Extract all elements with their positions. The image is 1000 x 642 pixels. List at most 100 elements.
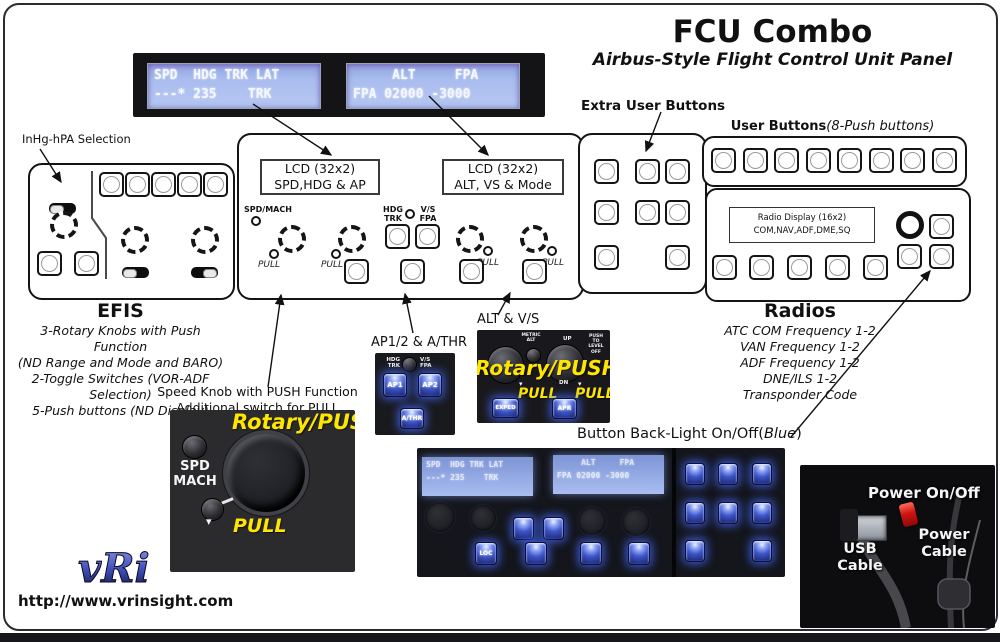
- rotary-push-label: Rotary/PUSH: [477, 356, 610, 380]
- pull-label: PULL: [321, 260, 344, 270]
- efis-heading: EFIS: [97, 300, 144, 322]
- pull-dot: [483, 246, 493, 256]
- lcd1-callout-line2: SPD,HDG & AP: [274, 177, 366, 192]
- panel-seam: [672, 448, 676, 577]
- push-to-level-off-label: PUSH TO LEVEL OFF: [588, 334, 604, 355]
- push-button: [37, 251, 62, 276]
- altvs-photo: METRIC ALT UP DN PUSH TO LEVEL OFF Rotar…: [477, 330, 610, 423]
- push-button: [805, 148, 831, 173]
- backlit-lcd-text: SPD HDG TRK LAT: [426, 460, 504, 469]
- push-button: [774, 148, 799, 173]
- backlight-toggle-button: [929, 244, 954, 269]
- page-border: [3, 3, 998, 631]
- lcd-photo-strip: SPD HDG TRK LAT ---* 235 TRK ALT FPA FPA…: [133, 53, 545, 117]
- push-button: [863, 255, 888, 280]
- backlit-button: [718, 463, 738, 485]
- baro-knob: [50, 211, 78, 239]
- backlight-label-close: ): [796, 426, 802, 442]
- vor-adf-toggle-1: [122, 267, 149, 278]
- nd-mode-knob: [121, 226, 149, 254]
- usb-plug-body: [840, 509, 858, 541]
- alt-photo-knob: [488, 347, 523, 383]
- push-button: [897, 244, 922, 269]
- backlight-label: Button Back-Light On/Off(Blue): [577, 426, 802, 442]
- metric-alt-button: [527, 349, 540, 362]
- efis-line: 2-Toggle Switches (VOR-ADF Selection): [31, 370, 210, 402]
- push-button: [635, 159, 660, 184]
- backlight-label-blue: Blue: [763, 426, 797, 442]
- fcu-main-panel: LCD (32x2) SPD,HDG & AP LCD (32x2) ALT, …: [237, 133, 584, 300]
- push-button: [868, 148, 894, 173]
- pull-yellow-label: PULL: [518, 386, 558, 402]
- pull-dot: [331, 249, 341, 259]
- pull-label: PULL: [542, 258, 565, 268]
- backlit-button: [685, 540, 705, 562]
- pull-yellow-label: PULL: [575, 386, 610, 402]
- inhg-hpa-label: InHg-hPA Selection: [22, 132, 131, 146]
- push-button: [837, 148, 862, 173]
- pull-dot: [547, 246, 557, 256]
- user-buttons-row: [711, 148, 957, 173]
- backlit-button: [752, 463, 772, 485]
- backlit-lcd-text: ---* 235 TRK: [426, 472, 504, 482]
- altvs-label: ALT & V/S: [477, 312, 540, 327]
- backlit-button: [513, 517, 534, 540]
- faint-knob: [578, 507, 606, 535]
- backlit-lcd-text: FPA 02000 -3000: [557, 470, 635, 480]
- backlit-button: [525, 542, 547, 565]
- hdg-trk-photo-label: HDG TRK: [386, 357, 400, 370]
- spd-mach-photo-label: SPD MACH: [173, 459, 217, 489]
- spd-mach-toggle-button: [183, 436, 206, 458]
- lcd-right-line1: ALT FPA: [353, 68, 479, 83]
- backlit-button: [752, 540, 772, 562]
- backlit-button: [580, 542, 602, 565]
- push-button: [825, 255, 850, 280]
- push-button: [711, 148, 736, 173]
- radios-line: Transponder Code: [742, 386, 858, 402]
- backlit-button: [685, 463, 705, 485]
- lcd-display-left: SPD HDG TRK LAT ---* 235 TRK: [147, 63, 321, 109]
- user-buttons-label-main: User Buttons: [730, 119, 827, 134]
- faint-knob: [622, 508, 650, 536]
- push-button: [522, 259, 547, 284]
- radio-tune-knob: [896, 211, 924, 239]
- push-button: [151, 172, 176, 197]
- lcd-display-right: ALT FPA FPA 02000 -3000: [346, 63, 520, 109]
- power-photo: Power On/Off USB Cable Power Cable: [800, 465, 995, 628]
- pull-marker-triangle: ▾: [578, 380, 582, 388]
- push-button: [203, 172, 228, 197]
- backlit-lcd-text: ALT FPA: [557, 458, 635, 467]
- push-button: [594, 200, 619, 225]
- radio-display-line1: Radio Display (16x2): [757, 213, 847, 224]
- hdg-trk-label: HDG TRK: [383, 205, 403, 223]
- hdg-vs-dot: [405, 209, 415, 219]
- backlit-button: [752, 502, 772, 524]
- exped-button: EXPED: [492, 398, 519, 418]
- efis-line: (ND Range and Mode and BARO): [17, 354, 224, 370]
- metric-alt-label: METRIC ALT: [521, 333, 541, 344]
- backlit-lcd-right: ALT FPA FPA 02000 -3000: [553, 455, 664, 494]
- faint-knob: [470, 505, 496, 531]
- pull-dot: [269, 249, 279, 259]
- radio-display-line2: COM,NAV,ADF,DME,SQ: [753, 226, 851, 236]
- radios-line: VAN Frequency 1-2: [740, 338, 860, 354]
- push-button: [125, 172, 150, 197]
- lcd-right-line2: FPA 02000 -3000: [353, 86, 479, 102]
- push-button: [749, 255, 774, 280]
- backlit-button: [718, 502, 738, 524]
- up-label: UP: [563, 336, 572, 342]
- radios-panel: Radio Display (16x2) COM,NAV,ADF,DME,SQ: [705, 188, 971, 302]
- efis-line: 5-Push buttons (ND Display): [32, 402, 209, 418]
- lcd2-callout-line1: LCD (32x2): [467, 160, 539, 176]
- vs-fpa-button: [415, 224, 440, 249]
- hdg-trk-button: [385, 224, 410, 249]
- page-subtitle: Airbus-Style Flight Control Unit Panel: [592, 50, 953, 70]
- website-url: http://www.vrinsight.com: [18, 592, 234, 610]
- vs-fpa-photo-label: V/S FPA: [420, 357, 432, 370]
- speed-knob-label-line1: Speed Knob with PUSH Function: [157, 384, 358, 399]
- hdg-knob: [338, 225, 366, 253]
- ap12-label: AP1/2 & A/THR: [371, 335, 468, 350]
- athr-button: A/THR: [400, 408, 424, 429]
- speed-rotary-knob: [227, 434, 305, 512]
